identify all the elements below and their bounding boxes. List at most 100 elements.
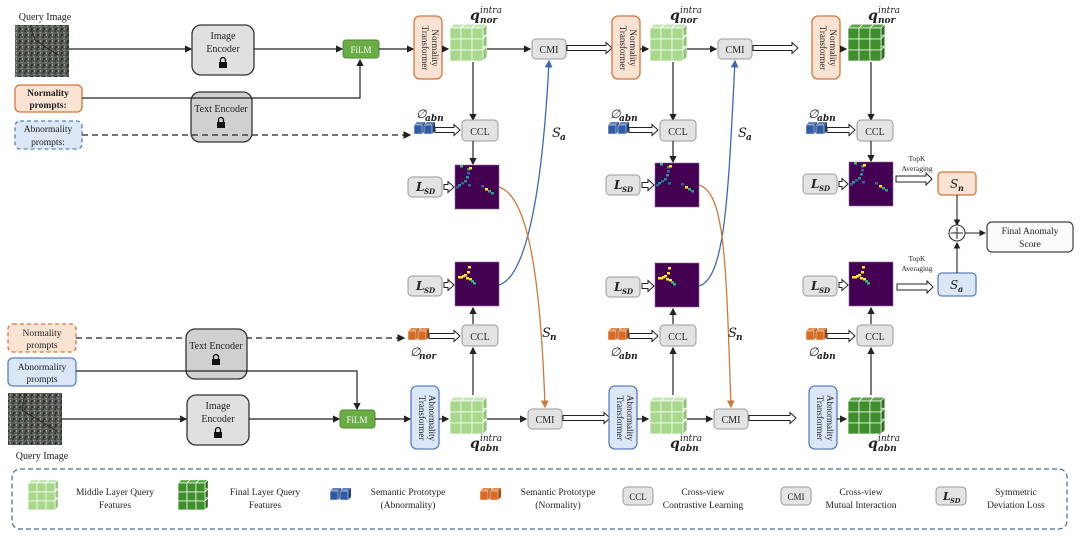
svg-text:abn: abn [619, 114, 638, 124]
semantic-prototype-abnormality-icon [805, 122, 827, 135]
hollow-arrow [443, 278, 455, 292]
arrow-topk-top [895, 171, 933, 187]
svg-text:CCL: CCL [668, 332, 687, 343]
svg-text:q: q [470, 436, 480, 452]
svg-text:nor: nor [878, 16, 897, 26]
svg-text:S: S [542, 326, 551, 341]
svg-text:abn: abn [480, 444, 499, 454]
svg-text:Normality: Normality [22, 329, 61, 339]
lock-icon [214, 426, 222, 438]
svg-text:a: a [560, 133, 566, 143]
svg-text:Normality: Normality [27, 89, 69, 99]
hollow-arrow [826, 123, 856, 137]
film-bottom: FiLM [339, 409, 376, 429]
query-image-bottom [8, 392, 62, 445]
film-top: FiLM [342, 39, 380, 59]
ccl-box-icon: CCL [622, 486, 654, 506]
svg-text:intra: intra [680, 6, 702, 16]
cmi-block: CMI [527, 408, 563, 430]
phi-prototype-label: ∅abn [610, 345, 638, 362]
image-encoder-top: Image Encoder [191, 24, 255, 76]
svg-text:∅: ∅ [808, 345, 819, 359]
svg-text:nor: nor [480, 16, 499, 26]
svg-text:Transformer: Transformer [615, 396, 625, 441]
svg-text:abn: abn [817, 352, 836, 362]
ccl-block: CCL [856, 324, 894, 347]
svg-text:Transformer: Transformer [815, 396, 825, 441]
svg-text:L: L [613, 280, 622, 294]
semantic-prototype-normality-icon [607, 328, 629, 341]
light-green-cube-icon [27, 479, 59, 511]
hollow-arrow [641, 279, 655, 293]
svg-text:abn: abn [680, 444, 699, 454]
svg-text:Final Anomaly: Final Anomaly [1002, 227, 1059, 237]
svg-text:a: a [958, 284, 963, 294]
blue-prototype-icon [329, 488, 351, 501]
ccl-block: CCL [659, 119, 697, 142]
lock-icon [212, 353, 220, 365]
ccl-box [856, 324, 894, 347]
svg-text:S: S [950, 177, 958, 191]
svg-text:Transformer: Transformer [618, 26, 628, 71]
sn-curve [698, 184, 735, 409]
svg-text:abn: abn [425, 114, 444, 124]
svg-text:L: L [415, 180, 424, 194]
legend-text: Deviation Loss [987, 501, 1045, 511]
legend-text: Mutual Interaction [826, 501, 897, 511]
topk-label-top: TopK Averaging [901, 154, 932, 173]
final-layer-query-features-abnormal [847, 396, 886, 435]
svg-text:CCL: CCL [629, 492, 647, 502]
lsd-box [802, 275, 838, 297]
svg-text:L: L [415, 279, 424, 293]
ccl-block: CCL [659, 324, 697, 347]
svg-text:CCL: CCL [668, 127, 687, 138]
ccl-box [856, 119, 894, 142]
svg-text:Abnormality: Abnormality [24, 125, 73, 135]
legend-text: Semantic Prototype [521, 488, 596, 498]
ccl-block: CCL [461, 324, 499, 347]
hollow-arrow [838, 278, 849, 292]
query-image-label-bottom: Query Image [16, 451, 69, 462]
svg-text:abn: abn [817, 114, 836, 124]
sn-curve [498, 186, 549, 409]
lock-icon [219, 56, 227, 68]
anomaly-map-normal-branch [848, 161, 894, 207]
middle-layer-query-features-normal [449, 23, 488, 62]
lsd-box [407, 275, 443, 297]
svg-text:FiLM: FiLM [346, 415, 367, 425]
svg-text:S: S [728, 326, 737, 341]
legend-text: Features [99, 501, 131, 511]
svg-text:Normality: Normality [430, 30, 440, 67]
svg-text:n: n [958, 183, 964, 193]
svg-text:Abnormality: Abnormality [18, 363, 67, 373]
phi-abn-label: ∅abn [808, 107, 836, 124]
svg-text:CCL: CCL [470, 332, 489, 343]
svg-text:L: L [613, 178, 622, 192]
abnormality-prompts-top: Abnormality prompts: [14, 120, 83, 150]
svg-text:Averaging: Averaging [901, 164, 932, 173]
legend-text: Symmetric [995, 488, 1037, 498]
svg-text:SD: SD [819, 184, 831, 193]
phi-prototype-label: ∅abn [808, 345, 836, 362]
legend-box-shape [780, 486, 812, 506]
cmi-block: CMI [717, 38, 753, 60]
arrow-topk-bottom [896, 279, 934, 295]
svg-text:CMI: CMI [536, 415, 555, 426]
svg-text:∅: ∅ [610, 107, 621, 121]
legend-text: (Normality) [535, 500, 580, 511]
cmi-block: CMI [713, 408, 749, 430]
anomaly-map-normal-branch [454, 164, 500, 210]
svg-text:SD: SD [819, 286, 831, 295]
